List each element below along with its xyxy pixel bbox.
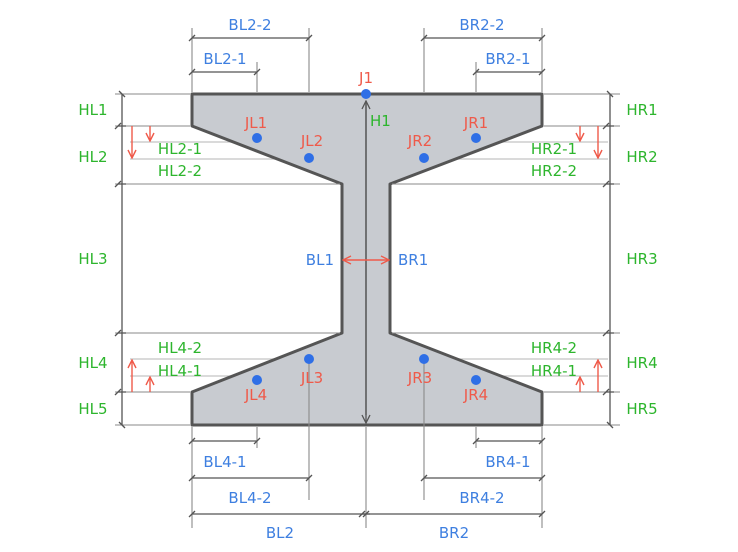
label-hl4: HL4 <box>78 354 107 372</box>
dimension-lines <box>114 34 614 518</box>
label-hl3: HL3 <box>78 250 107 268</box>
point-jl3 <box>304 354 314 364</box>
point-j1 <box>361 89 371 99</box>
label-br2-1: BR2-1 <box>485 50 530 68</box>
point-jl1 <box>252 133 262 143</box>
label-br2: BR2 <box>439 524 469 542</box>
label-bl2-2: BL2-2 <box>228 16 271 34</box>
label-jr1: JR1 <box>463 114 488 132</box>
label-hl4-2: HL4-2 <box>158 339 202 357</box>
label-hr3: HR3 <box>626 250 657 268</box>
label-bl2: BL2 <box>266 524 294 542</box>
point-jr4 <box>471 375 481 385</box>
point-jl2 <box>304 153 314 163</box>
label-hl5: HL5 <box>78 400 107 418</box>
label-jl1: JL1 <box>244 114 267 132</box>
label-bl4-1: BL4-1 <box>203 453 246 471</box>
label-hr2-1: HR2-1 <box>531 140 577 158</box>
labels: BL2-2 BL2-1 BR2-2 BR2-1 J1 H1 HL1 HL2 HL… <box>78 16 657 542</box>
point-jr2 <box>419 153 429 163</box>
label-hr2-2: HR2-2 <box>531 162 577 180</box>
label-hr4: HR4 <box>626 354 657 372</box>
label-jr4: JR4 <box>463 386 488 404</box>
label-h1: H1 <box>370 112 391 130</box>
label-hl2-2: HL2-2 <box>158 162 202 180</box>
label-j1: J1 <box>358 69 373 87</box>
point-jr1 <box>471 133 481 143</box>
label-jl2: JL2 <box>300 132 323 150</box>
point-jl4 <box>252 375 262 385</box>
label-bl2-1: BL2-1 <box>203 50 246 68</box>
label-hl2-1: HL2-1 <box>158 140 202 158</box>
label-hr2: HR2 <box>626 148 657 166</box>
section-points <box>252 89 481 385</box>
label-jl3: JL3 <box>300 369 323 387</box>
label-hl4-1: HL4-1 <box>158 362 202 380</box>
label-jr3: JR3 <box>407 369 432 387</box>
label-br4-1: BR4-1 <box>485 453 530 471</box>
label-hr4-1: HR4-1 <box>531 362 577 380</box>
label-jr2: JR2 <box>407 132 432 150</box>
label-br4-2: BR4-2 <box>459 489 504 507</box>
label-hl2: HL2 <box>78 148 107 166</box>
label-hr4-2: HR4-2 <box>531 339 577 357</box>
label-bl4-2: BL4-2 <box>228 489 271 507</box>
label-hr1: HR1 <box>626 101 657 119</box>
point-jr3 <box>419 354 429 364</box>
offset-arrows <box>132 126 598 392</box>
label-br2-2: BR2-2 <box>459 16 504 34</box>
label-br1: BR1 <box>398 251 428 269</box>
label-bl1: BL1 <box>306 251 334 269</box>
label-hr5: HR5 <box>626 400 657 418</box>
label-jl4: JL4 <box>244 386 267 404</box>
label-hl1: HL1 <box>78 101 107 119</box>
